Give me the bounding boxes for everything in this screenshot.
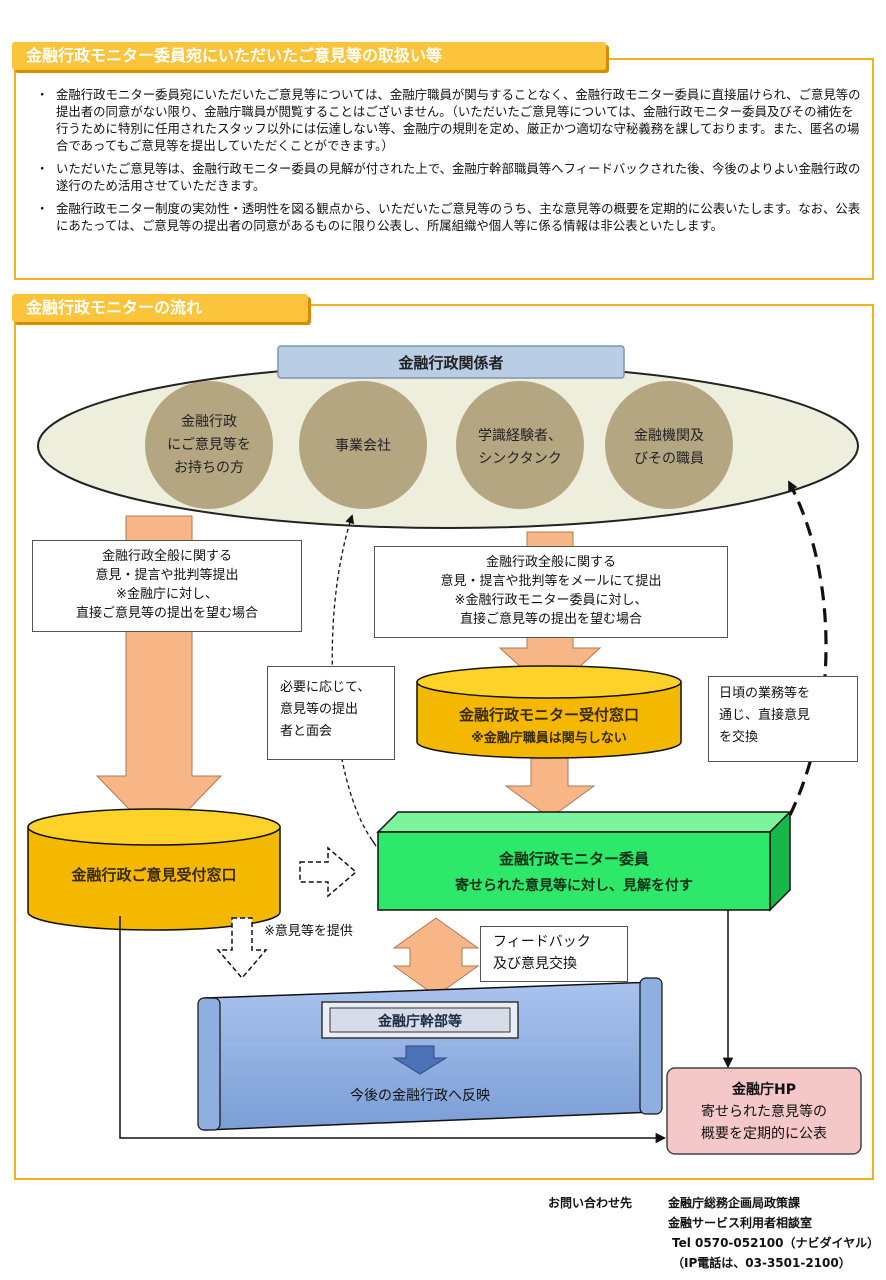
bullet-item: いただいたご意見等は、金融行政モニター委員の見解が付された上で、金融庁幹部職員等… bbox=[26, 160, 866, 194]
daily-exchange-box: 日頃の業務等を 通じ、直接意見 を交換 bbox=[708, 676, 858, 762]
svg-text:金融庁幹部等: 金融庁幹部等 bbox=[377, 1013, 462, 1030]
feedback-line: 及び意見交換 bbox=[493, 956, 577, 972]
feedback-box: フィードバック 及び意見交換 bbox=[480, 926, 628, 982]
stakeholder-circle-4: 金融機関及びその職員 bbox=[605, 381, 733, 509]
stakeholders-label: 金融行政関係者 bbox=[397, 354, 503, 372]
svg-text:今後の金融行政へ反映: 今後の金融行政へ反映 bbox=[350, 1088, 490, 1104]
stakeholder-circle-3: 学識経験者、シンクタンク bbox=[456, 381, 584, 509]
right-submission-box: 金融行政全般に関する 意見・提言や批判等をメールにて提出 ※金融行政モニター委員… bbox=[374, 546, 728, 638]
bullet-item: 金融行政モニター委員宛にいただいたご意見等については、金融庁職員が関与することな… bbox=[26, 86, 866, 154]
monitor-member-box: 金融行政モニター委員寄せられた意見等に対し、見解を付す bbox=[376, 810, 792, 912]
right-box-line: ※金融行政モニター委員に対し、 bbox=[454, 593, 648, 608]
window-to-hp-line bbox=[119, 916, 667, 1144]
svg-text:金融行政にご意見等をお持ちの方: 金融行政にご意見等をお持ちの方 bbox=[167, 414, 251, 476]
meeting-note-box: 必要に応じて、 意見等の提出 者と面会 bbox=[267, 666, 395, 760]
svg-text:金融行政モニター受付窓口※金融庁職員は関与しない: 金融行政モニター受付窓口※金融庁職員は関与しない bbox=[458, 706, 639, 746]
right-box-line: 意見・提言や批判等をメールにて提出 bbox=[440, 574, 662, 589]
monitor-window-cylinder: 金融行政モニター受付窓口※金融庁職員は関与しない bbox=[416, 665, 682, 759]
right-box-line: 直接ご意見等の提出を望む場合 bbox=[459, 612, 642, 627]
meeting-dashed-curve bbox=[331, 514, 373, 841]
daily-line: 通じ、直接意見 bbox=[719, 708, 811, 723]
left-submission-box: 金融行政全般に関する 意見・提言や批判等提出 ※金融庁に対し、 直接ご意見等の提… bbox=[32, 540, 302, 632]
meeting-line: 意見等の提出 bbox=[280, 702, 359, 717]
feedback-line: フィードバック bbox=[493, 934, 591, 950]
left-box-line: ※金融庁に対し、 bbox=[116, 587, 218, 602]
handling-header: 金融行政モニター委員宛にいただいたご意見等の取扱い等 bbox=[12, 42, 606, 70]
handling-bullets: 金融行政モニター委員宛にいただいたご意見等については、金融庁職員が関与することな… bbox=[26, 86, 866, 240]
daily-line: 日頃の業務等を bbox=[719, 686, 811, 701]
stakeholder-circle-2: 事業会社 bbox=[299, 381, 427, 509]
svg-text:事業会社: 事業会社 bbox=[335, 438, 391, 454]
stakeholder-circle-1: 金融行政にご意見等をお持ちの方 bbox=[145, 381, 273, 509]
stakeholders-label-box bbox=[277, 345, 625, 379]
contact-org2: 金融サービス利用者相談室 bbox=[668, 1216, 813, 1230]
contact-tel: Tel 0570-052100（ナビダイヤル） bbox=[672, 1236, 880, 1250]
window-to-member-arrow bbox=[504, 753, 596, 819]
contact-label: お問い合わせ先 bbox=[548, 1196, 633, 1210]
bullet-item: 金融行政モニター制度の実効性・透明性を図る観点から、いただいたご意見等のうち、主… bbox=[26, 200, 866, 234]
flow-header: 金融行政モニターの流れ bbox=[12, 294, 308, 322]
provide-dashed-arrow bbox=[216, 917, 268, 980]
left-box-line: 直接ご意見等の提出を望む場合 bbox=[75, 606, 258, 621]
window-to-member-dashed-arrow bbox=[299, 846, 358, 898]
svg-text:金融行政モニター委員寄せられた意見等に対し、見解を付す: 金融行政モニター委員寄せられた意見等に対し、見解を付す bbox=[455, 850, 693, 894]
contact-ip: （IP電話は、03-3501-2100） bbox=[672, 1256, 851, 1270]
right-box-line: 金融行政全般に関する bbox=[485, 555, 616, 570]
left-box-line: 金融行政全般に関する bbox=[101, 549, 232, 564]
meeting-line: 必要に応じて、 bbox=[280, 680, 371, 695]
left-box-line: 意見・提言や批判等提出 bbox=[95, 568, 239, 583]
feedback-double-arrow bbox=[392, 917, 480, 997]
opinion-window-cylinder: 金融行政ご意見受付窓口 bbox=[27, 808, 281, 931]
daily-line: を交換 bbox=[719, 730, 759, 745]
svg-text:金融行政ご意見受付窓口: 金融行政ご意見受付窓口 bbox=[70, 866, 236, 884]
svg-text:金融機関及びその職員: 金融機関及びその職員 bbox=[634, 428, 704, 467]
contact-org1: 金融庁総務企画局政策課 bbox=[668, 1196, 801, 1210]
executives-scroll: 金融庁幹部等 今後の金融行政へ反映 bbox=[197, 977, 663, 1131]
daily-dashed-curve bbox=[788, 480, 828, 816]
svg-text:学識経験者、シンクタンク: 学識経験者、シンクタンク bbox=[478, 428, 562, 467]
meeting-dashed-start bbox=[371, 839, 377, 847]
provide-note: ※意見等を提供 bbox=[264, 924, 353, 939]
meeting-line: 者と面会 bbox=[280, 724, 333, 739]
